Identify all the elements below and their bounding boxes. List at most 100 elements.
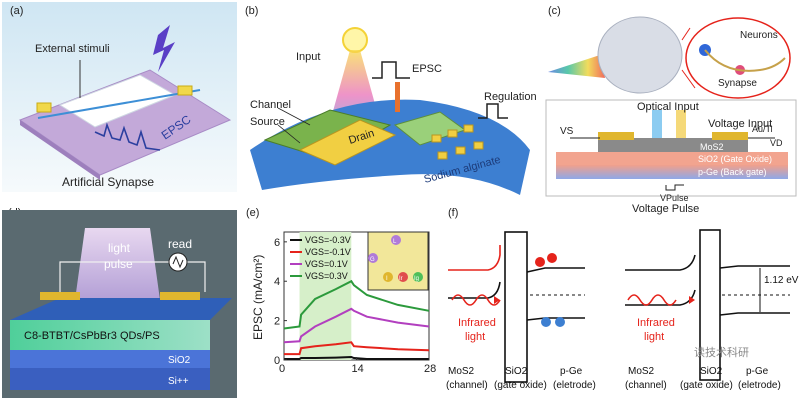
source-pointer [277,124,301,144]
zoom-line-top [681,27,691,41]
sio2-gate-oxide-label: SiO2 (Gate Oxide) [698,154,772,164]
band-vb-left-1 [448,281,501,299]
legend-label-4: VGS=0.3V [305,271,348,281]
bandgap-value-label: 1.12 eV [764,275,799,286]
x-tick-label-1: 0 [279,363,285,375]
chart-series-layer [283,279,430,360]
inset-label-g: G [370,257,375,263]
band-cb-left-2 [625,254,696,271]
light-pulse-beam [75,228,160,300]
channel-line [37,89,201,119]
zoom-line-bottom [681,69,696,89]
optical-input-beam-yellow [676,110,686,138]
light-source-icon [342,27,368,53]
sio2-barrier-2 [699,229,721,381]
light-on-band [299,232,352,360]
pulse-label: pulse [104,257,133,271]
drain-pad [177,85,193,96]
y-tick-label-4: 6 [274,237,280,249]
gate-oxide-label-2: (gate oxide) [680,380,733,391]
synapse-label: Synapse [718,78,757,89]
y-tick-label-3: 4 [274,276,280,288]
electron-icon-1 [535,257,545,267]
channel-pointer [277,107,311,126]
sio2-top-edge [10,298,232,320]
chart-y-axis-label: EPSC (mA/cm²) [251,255,265,340]
source-label: Source [250,116,285,128]
band-vb-left-2 [625,289,696,306]
light-label-1: light [465,331,485,343]
pge-label-1: p-Ge [560,366,583,377]
sio2-layer-d [10,350,210,368]
infrared-arrow-2 [689,296,695,304]
regulation-label: Regulation [484,91,537,103]
eletrode-label-2: (eletrode) [738,380,781,391]
inset-label-i: I [386,276,388,282]
x-tick-label-3: 28 [424,363,436,375]
inset-node-ig [413,272,423,282]
external-stimuli-label: External stimuli [35,43,110,55]
infrared-wave-2 [627,294,677,306]
channel-label-1: (channel) [446,380,488,391]
series-line-2 [284,341,430,356]
au-ti-label: Au/Ti [752,124,773,134]
inset-node-l [391,235,401,245]
sio2-barrier-1 [504,231,528,383]
mos2-label-1: MoS2 [448,366,475,377]
inset-label-l: L [393,239,397,245]
inset-label-ig: Ig [414,276,419,282]
epsc-pulse-icon [372,61,410,79]
panel-c-letter: (c) [548,5,561,17]
panel-a-letter: (a) [10,5,23,17]
au-ti-source [598,132,634,140]
watermark: 读技术科研 [694,345,749,359]
inset-label-ir: Ir [399,276,403,282]
drain-electrode [298,119,397,166]
qd-layer [10,320,210,350]
infrared-wave-1 [451,294,501,306]
sio2-label-f2: SiO2 [700,366,723,377]
mos2-layer [598,138,748,152]
eletrode-label-1: (eletrode) [553,380,596,391]
infrared-label-2: Infrared [637,317,675,329]
input-label: Input [296,51,320,63]
x-tick-label-2: 14 [352,363,364,375]
qd-layer-label: C8-BTBT/CsPbBr3 QDs/PS [24,330,160,342]
mos2-label: MoS2 [700,142,724,152]
panel-d: (d) light pulse read C8-BTBT/CsPbBr3 QDs… [2,207,237,398]
source-pad [36,102,52,113]
band-cb-right-1 [526,267,585,273]
pge-layer [556,165,788,179]
panel-b: (b) Input EPSC Channel Source Drain Regu… [245,5,537,195]
axon-path [704,49,786,72]
gate-electrodes [431,124,484,160]
legend-label-1: VGS=-0.3V [305,235,351,245]
synapse-zoom-circle [685,17,791,99]
sio2-label-f1: SiO2 [505,366,528,377]
sio2-label-d: SiO2 [168,355,191,366]
vpulse-label: VPulse [660,193,689,203]
hole-icon-1 [541,317,551,327]
voltage-pulse-label: Voltage Pulse [632,203,699,215]
series-line-3 [283,307,430,344]
epsc-trace [94,122,161,151]
pge-label-2: p-Ge [746,366,769,377]
substrate-edge [20,120,100,180]
au-ti-drain [712,132,748,140]
si-label: Si++ [168,376,189,387]
panel-c: (c) Neurons Synapse Optical Input Voltag… [545,5,797,215]
panel-e-letter: (e) [246,207,259,219]
hole-icon-2 [555,317,565,327]
light-label-2: light [644,331,664,343]
inset-node-ir [398,272,408,282]
voltage-input-label: Voltage Input [708,118,772,130]
mos2-label-2: MoS2 [628,366,655,377]
gate-oxide-label-1: (gate oxide) [494,380,547,391]
panel-f-letter: (f) [448,207,458,219]
electrode-left [40,292,80,300]
